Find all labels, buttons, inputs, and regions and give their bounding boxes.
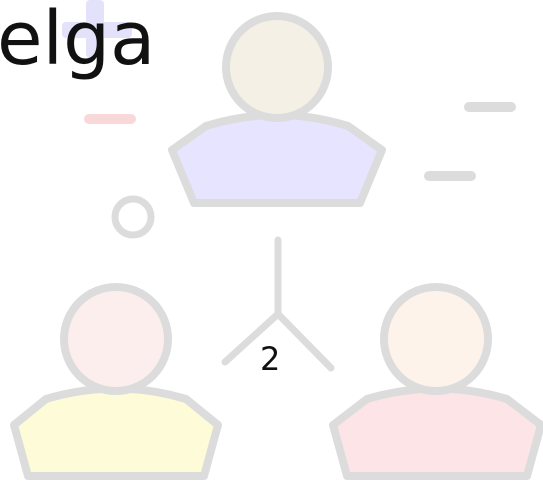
tree-number-label: 2 <box>260 340 281 378</box>
plus-decoration-icon <box>62 0 132 58</box>
person-left-icon <box>10 283 222 480</box>
minus-decoration-icon <box>84 114 136 124</box>
person-right-icon <box>329 283 543 480</box>
branch-connector-icon <box>221 236 335 372</box>
dash-decoration-icon <box>424 171 476 181</box>
headline-text: elga <box>0 0 156 82</box>
dash-decoration-icon <box>464 102 516 112</box>
person-top-icon <box>168 12 386 207</box>
circle-decoration-icon <box>111 195 155 239</box>
